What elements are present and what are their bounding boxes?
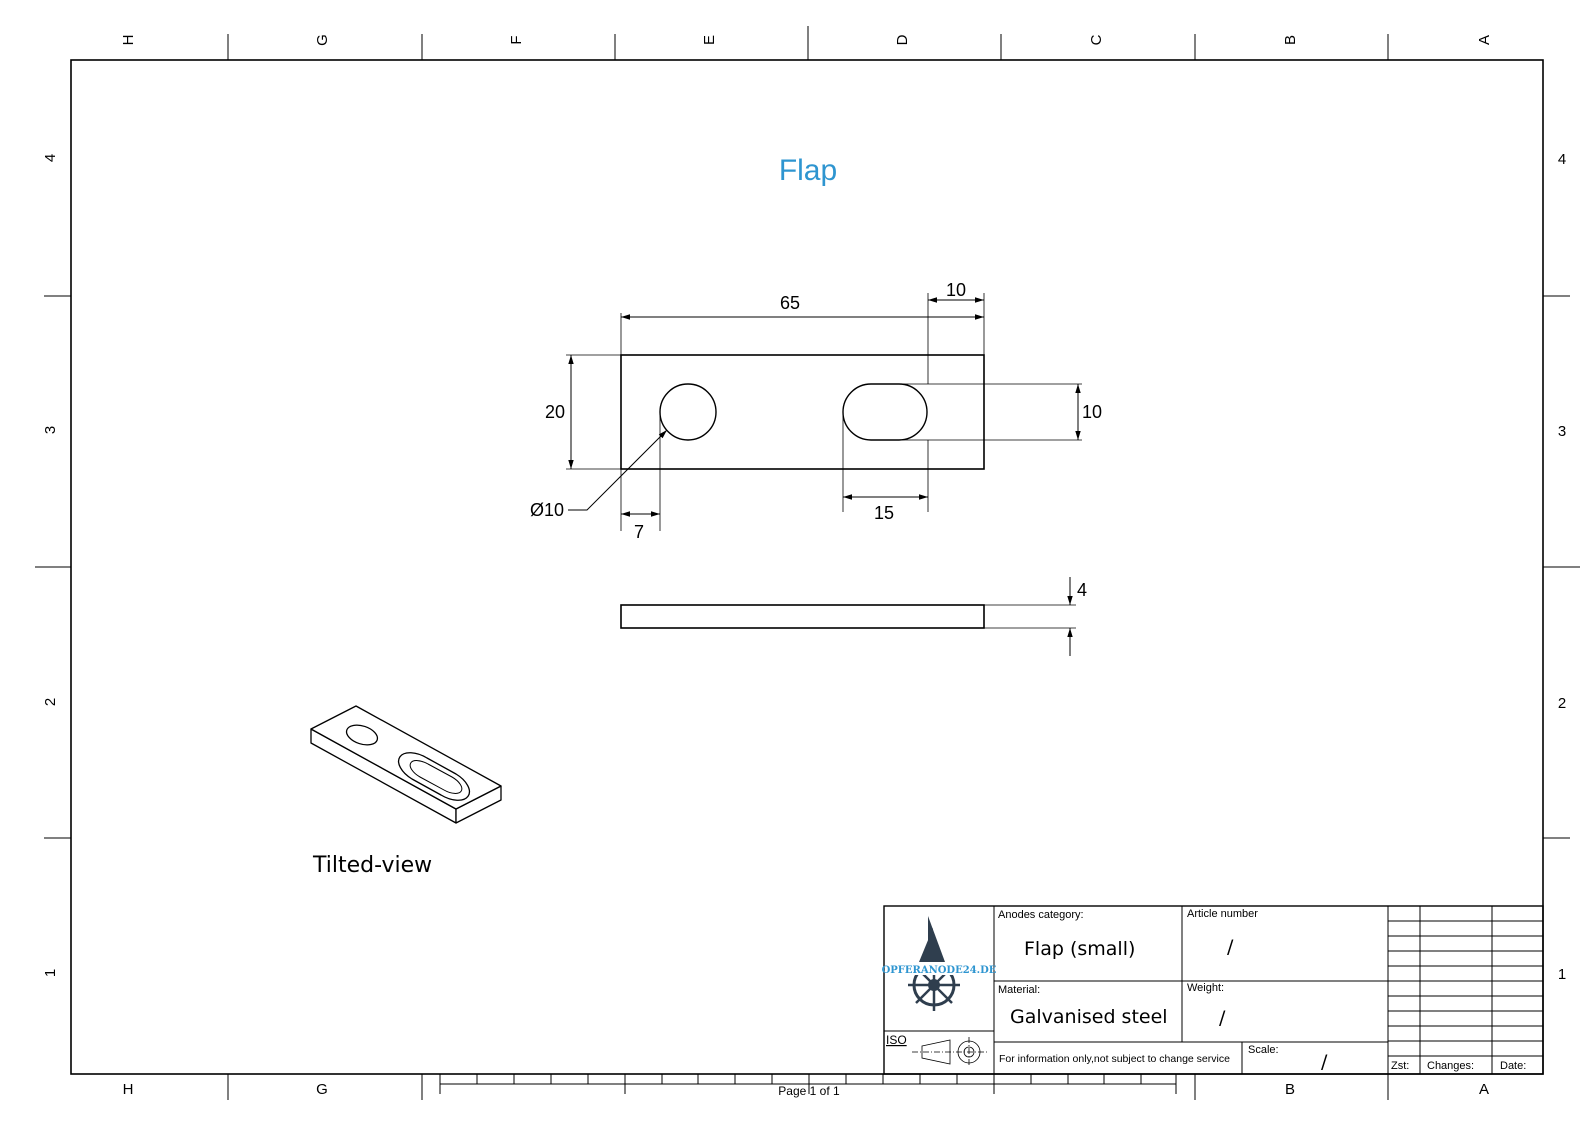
- bottom-scale-ruler: [439, 1074, 1177, 1094]
- round-hole: [659, 383, 717, 441]
- dim-overall-length: 65: [780, 293, 800, 313]
- flap-side-outline: [620, 604, 985, 629]
- category-value: Flap (small): [1024, 938, 1135, 960]
- article-label: Article number: [1187, 908, 1258, 920]
- right-zone-labels: 4 3 2 1: [1558, 151, 1566, 983]
- zone-label: A: [1476, 35, 1493, 45]
- title-block: [883, 905, 1544, 1075]
- weight-label: Weight:: [1187, 982, 1224, 994]
- top-view: [566, 293, 1082, 531]
- zone-label: G: [314, 34, 331, 46]
- zone-label: C: [1088, 34, 1105, 45]
- zone-label: 2: [1558, 695, 1566, 712]
- weight-value: /: [1219, 1007, 1226, 1029]
- top-zone-ticks: [227, 26, 1389, 60]
- projection-symbol-icon: [912, 1037, 988, 1067]
- dim-hole-offset: 7: [634, 522, 644, 542]
- flap-outline: [620, 354, 985, 470]
- zone-label: G: [316, 1081, 328, 1098]
- zone-label: A: [1479, 1081, 1489, 1098]
- logo-text: OPFERANODE24.DE: [882, 965, 997, 976]
- left-zone-labels: 4 3 2 1: [42, 154, 59, 977]
- revision-header-date: Date:: [1500, 1060, 1526, 1072]
- dimension-lines: [568, 297, 1081, 517]
- zone-label: 1: [1558, 966, 1566, 983]
- zone-label: 4: [1558, 151, 1566, 168]
- slot-hole: [842, 383, 928, 441]
- company-logo: OPFERANODE24.DE: [882, 916, 997, 1011]
- category-label: Anodes category:: [998, 909, 1084, 921]
- article-value: /: [1227, 936, 1234, 958]
- dim-slot-end-offset: 10: [946, 280, 966, 300]
- zone-label: B: [1285, 1081, 1295, 1098]
- dim-hole-diameter: Ø10: [530, 500, 564, 520]
- drawing-title: Flap: [779, 154, 837, 187]
- zone-label: 3: [42, 426, 59, 434]
- zone-label: 1: [42, 969, 59, 977]
- top-zone-labels: H G F E D C B A: [120, 34, 1493, 46]
- iso-label: ISO: [886, 1033, 907, 1047]
- material-label: Material:: [998, 984, 1040, 996]
- zone-label: D: [894, 34, 911, 45]
- tilted-view-label: Tilted-view: [312, 853, 432, 878]
- scale-value: /: [1321, 1051, 1328, 1073]
- zone-label: 3: [1558, 423, 1566, 440]
- zone-label: 2: [42, 698, 59, 706]
- bottom-zone-labels: H G B A: [123, 1081, 1489, 1098]
- dim-thickness: 4: [1077, 580, 1087, 600]
- material-value: Galvanised steel: [1010, 1006, 1168, 1028]
- zone-label: H: [123, 1081, 134, 1098]
- zone-label: B: [1282, 35, 1299, 45]
- revision-header-zst: Zst:: [1391, 1060, 1409, 1072]
- dim-slot-width: 10: [1082, 402, 1102, 422]
- info-note: For information only,not subject to chan…: [999, 1053, 1230, 1065]
- drawing-frame: [70, 59, 1544, 1075]
- zone-label: 4: [42, 154, 59, 162]
- side-zone-ticks: [35, 295, 1580, 839]
- bottom-zone-ticks: [227, 1074, 1389, 1100]
- zone-label: H: [120, 35, 137, 46]
- dim-slot-length: 15: [874, 503, 894, 523]
- zone-label: F: [508, 35, 525, 44]
- dim-height: 20: [545, 402, 565, 422]
- zone-label: E: [701, 35, 718, 45]
- side-view: [620, 577, 1076, 656]
- page-number: Page 1 of 1: [778, 1084, 840, 1098]
- extension-lines: [566, 293, 1082, 531]
- revision-header-changes: Changes:: [1427, 1060, 1474, 1072]
- scale-label: Scale:: [1248, 1044, 1279, 1056]
- tilted-view: [310, 705, 502, 824]
